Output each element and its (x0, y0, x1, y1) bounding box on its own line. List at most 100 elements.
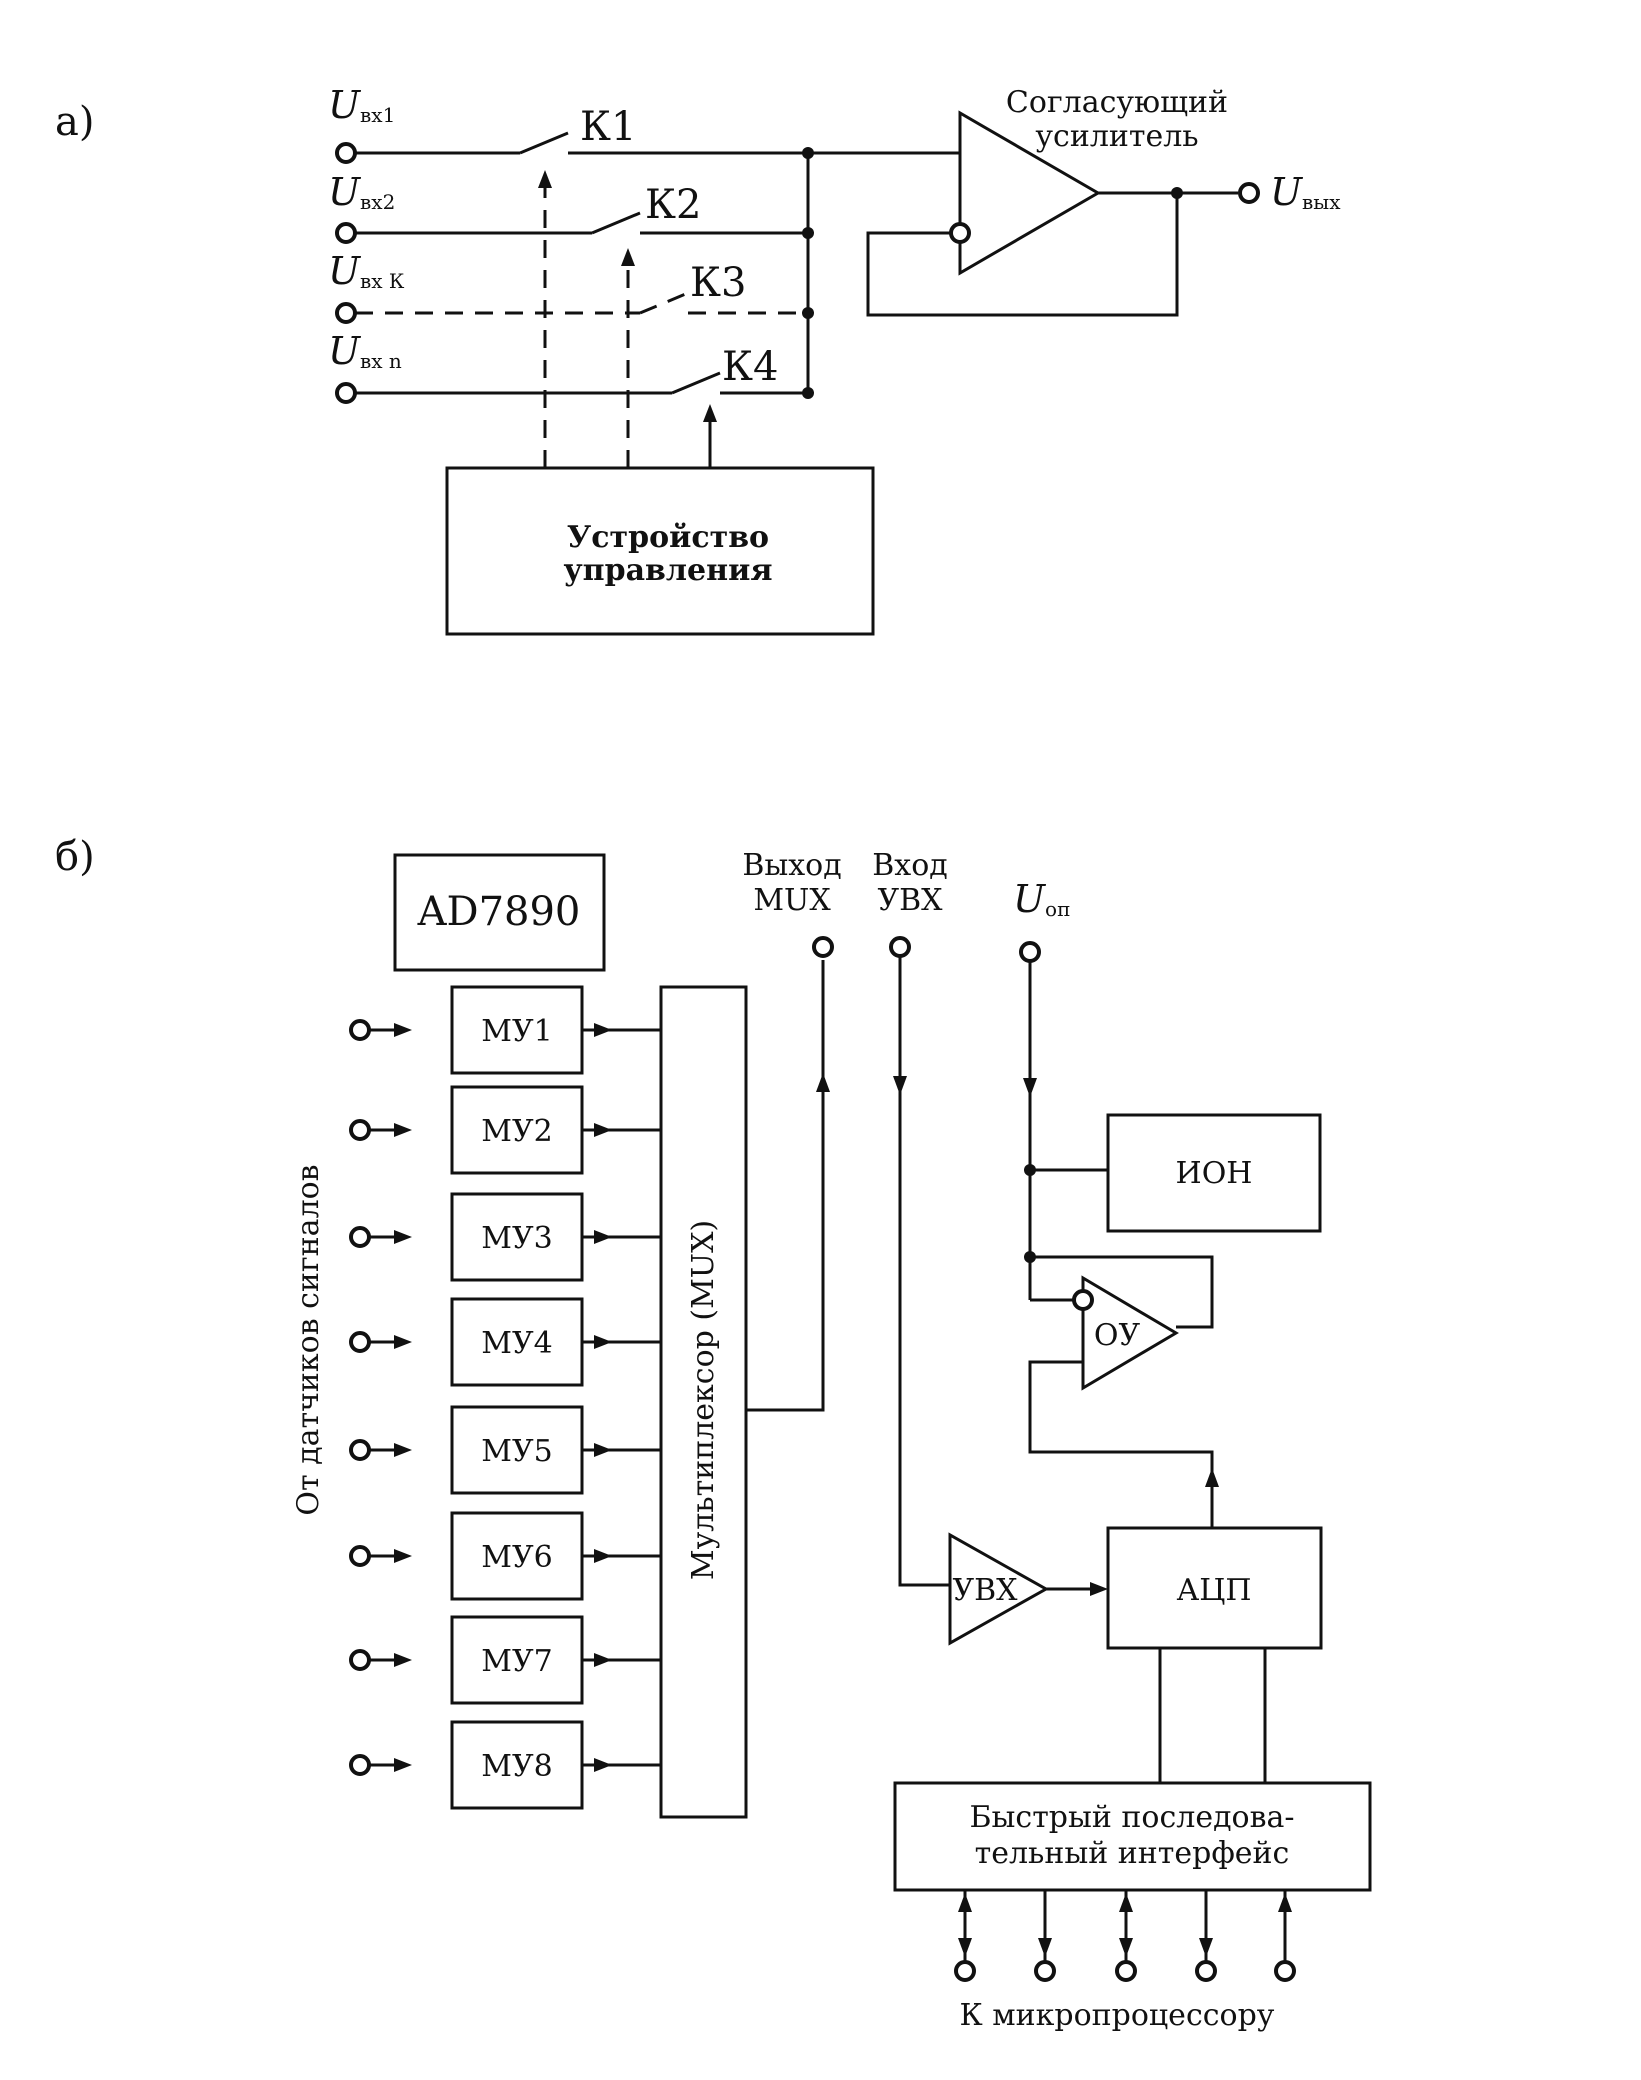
measuring-amplifier-label: МУ7 (481, 1644, 552, 1679)
sensor-input-arrow (394, 1023, 412, 1037)
mux-input-arrow (594, 1653, 612, 1667)
microprocessor-label: К микропроцессору (960, 1998, 1275, 2033)
amplifier-label-line2: усилитель (1035, 119, 1198, 154)
input-n-label: Uвх n (328, 329, 402, 373)
microprocessor-terminal (954, 1960, 976, 1982)
input-n-terminal (335, 382, 357, 404)
switch-k3-label: К3 (690, 260, 746, 306)
input-k-terminal (335, 302, 357, 324)
sensor-input-terminal (349, 1649, 371, 1671)
serial-interface-line2: тельный интерфейс (975, 1836, 1290, 1871)
reference-voltage-terminal (1019, 941, 1041, 963)
measuring-amplifier-box (450, 1405, 584, 1495)
sensor-input-arrow (394, 1335, 412, 1349)
adc-label: АЦП (1176, 1573, 1251, 1608)
microprocessor-arrow-up (958, 1893, 972, 1912)
sensor-input-terminal (349, 1754, 371, 1776)
control-arrow-k1 (538, 170, 552, 188)
input-k-label: Uвх К (328, 249, 405, 293)
mux-input-arrow (594, 1443, 612, 1457)
input-2-label: Uвх2 (328, 170, 395, 214)
sha-to-adc-arrow (1090, 1582, 1108, 1596)
sha-input-arrow (893, 1076, 907, 1095)
serial-interface-line1: Быстрый последова- (969, 1800, 1294, 1835)
opamp-feedback-wire (1030, 1255, 1214, 1329)
switch-k3 (639, 291, 689, 315)
microprocessor-arrow-up (1119, 1893, 1133, 1912)
matching-amplifier (958, 110, 1101, 276)
chip-name-box (393, 853, 606, 972)
serial-interface-box (893, 1781, 1372, 1892)
reference-voltage-label: Uоп (1013, 877, 1070, 921)
mux-input-arrow (594, 1549, 612, 1563)
sensor-input-terminal (349, 1439, 371, 1461)
reference-voltage-arrow (1023, 1078, 1037, 1097)
control-device-line1: Устройство (567, 520, 769, 555)
mux-input-arrow (594, 1758, 612, 1772)
mux-output-terminal (812, 936, 834, 958)
part-a-label: а) (55, 99, 94, 145)
control-arrow-k4 (703, 404, 717, 422)
sensor-input-arrow (394, 1123, 412, 1137)
sensor-signals-label: От датчиков сигналов (291, 1164, 326, 1515)
mux-input-arrow (594, 1123, 612, 1137)
part-b-ad7890-block-diagram: б) AD7890 От датчиков сигналов МУ1МУ2МУ3… (55, 834, 1372, 2033)
sha-input-wire (898, 956, 950, 1587)
switch-k4 (671, 371, 721, 395)
microprocessor-terminal (1274, 1960, 1296, 1982)
switch-k1 (519, 131, 569, 155)
adc-box (1106, 1526, 1323, 1650)
junction-dot (1024, 1164, 1036, 1176)
sensor-input-arrow (394, 1443, 412, 1457)
sensor-input-arrow (394, 1549, 412, 1563)
junction-dot (802, 307, 814, 319)
measuring-amplifier-box (450, 1192, 584, 1282)
measuring-amplifier-box (450, 1511, 584, 1601)
measuring-amplifier-box (450, 1720, 584, 1810)
mux-input-arrow (594, 1023, 612, 1037)
control-device-box (445, 466, 875, 636)
measuring-amplifier-label: МУ3 (481, 1221, 552, 1256)
buffer-opamp-label: ОУ (1094, 1318, 1141, 1353)
buffer-opamp (1081, 1275, 1179, 1391)
microprocessor-arrow-down (958, 1938, 972, 1957)
output-terminal (1238, 182, 1260, 204)
microprocessor-arrow-down (1119, 1938, 1133, 1957)
multiplexer-box (659, 985, 748, 1819)
switch-k1-label: К1 (580, 104, 636, 150)
measuring-amplifier-label: МУ8 (481, 1749, 552, 1784)
sha-input-terminal (889, 936, 911, 958)
microprocessor-arrow-up (1278, 1893, 1292, 1912)
feedback-wire (866, 193, 1179, 317)
control-arrow-k2 (621, 248, 635, 266)
output-label: Uвых (1270, 170, 1341, 214)
amplifier-inverting-input (949, 222, 971, 244)
adc-reference-arrow (1205, 1468, 1219, 1487)
measuring-amplifier-box (450, 1085, 584, 1175)
mux-output-wire (746, 960, 825, 1412)
adc-reference-wire (1028, 1360, 1214, 1528)
junction-dot (802, 227, 814, 239)
opamp-inverting-input (1072, 1289, 1094, 1311)
input-1-label: Uвх1 (328, 83, 395, 127)
sensor-input-arrow (394, 1758, 412, 1772)
sensor-input-terminal (349, 1226, 371, 1248)
mux-output-arrow (816, 1073, 830, 1092)
measuring-amplifier-box (450, 1297, 584, 1387)
multiplexer-label: Мультиплексор (MUX) (686, 1220, 721, 1580)
measuring-amplifier-label: МУ6 (481, 1540, 552, 1575)
measuring-amplifier-label: МУ2 (481, 1114, 552, 1149)
sha-input-label-line1: Вход (872, 848, 948, 883)
microprocessor-arrow-down (1199, 1938, 1213, 1957)
measuring-amplifier-label: МУ4 (481, 1326, 552, 1361)
sensor-input-terminal (349, 1119, 371, 1141)
sample-hold-label: УВХ (952, 1573, 1018, 1608)
sensor-input-arrow (394, 1653, 412, 1667)
input-1-terminal (335, 142, 357, 164)
sample-hold-amplifier (948, 1532, 1050, 1646)
microprocessor-terminal (1195, 1960, 1217, 1982)
mux-output-label-line2: MUX (753, 883, 831, 918)
switch-k2-label: К2 (645, 182, 701, 228)
